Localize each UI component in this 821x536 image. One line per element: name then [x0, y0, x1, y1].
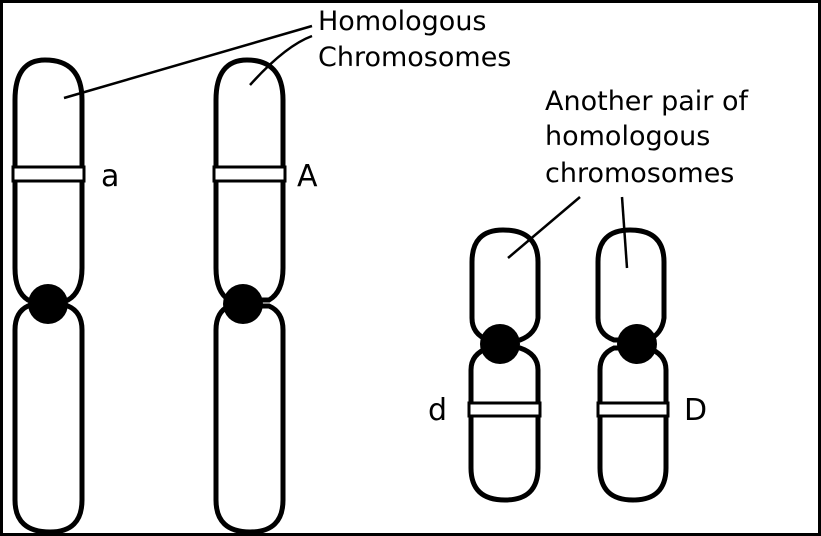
allele-label-d: d [428, 393, 447, 428]
gene-band [13, 167, 84, 181]
homologous-label-line2: Chromosomes [318, 42, 511, 73]
allele-label-A: A [297, 159, 318, 194]
gene-band [598, 403, 668, 416]
centromere [617, 324, 657, 364]
centromere [223, 284, 263, 324]
chromosome-lower-arm [216, 306, 283, 532]
gene-band [469, 403, 540, 416]
chromosome-upper-arm [472, 230, 538, 340]
gene-band [214, 167, 285, 181]
leader-line-another-left [508, 197, 580, 258]
chromosome-lower-arm [471, 348, 538, 500]
centromere [480, 324, 520, 364]
homologous-label-line1: Homologous [318, 6, 487, 37]
allele-label-D: D [684, 393, 707, 428]
chromosome-pair1-right [214, 60, 285, 532]
allele-label-a: a [101, 159, 119, 194]
centromere [28, 284, 68, 324]
another-pair-label-line2: homologous [545, 121, 710, 152]
another-pair-label-line1: Another pair of [545, 86, 749, 117]
chromosome-pair2-left [469, 230, 540, 500]
another-pair-label-line3: chromosomes [545, 158, 734, 189]
chromosome-upper-arm [598, 230, 664, 340]
chromosome-lower-arm [15, 306, 82, 532]
chromosome-pair1-left [13, 60, 84, 532]
chromosome-lower-arm [600, 348, 666, 500]
chromosome-pair2-right [598, 230, 668, 500]
